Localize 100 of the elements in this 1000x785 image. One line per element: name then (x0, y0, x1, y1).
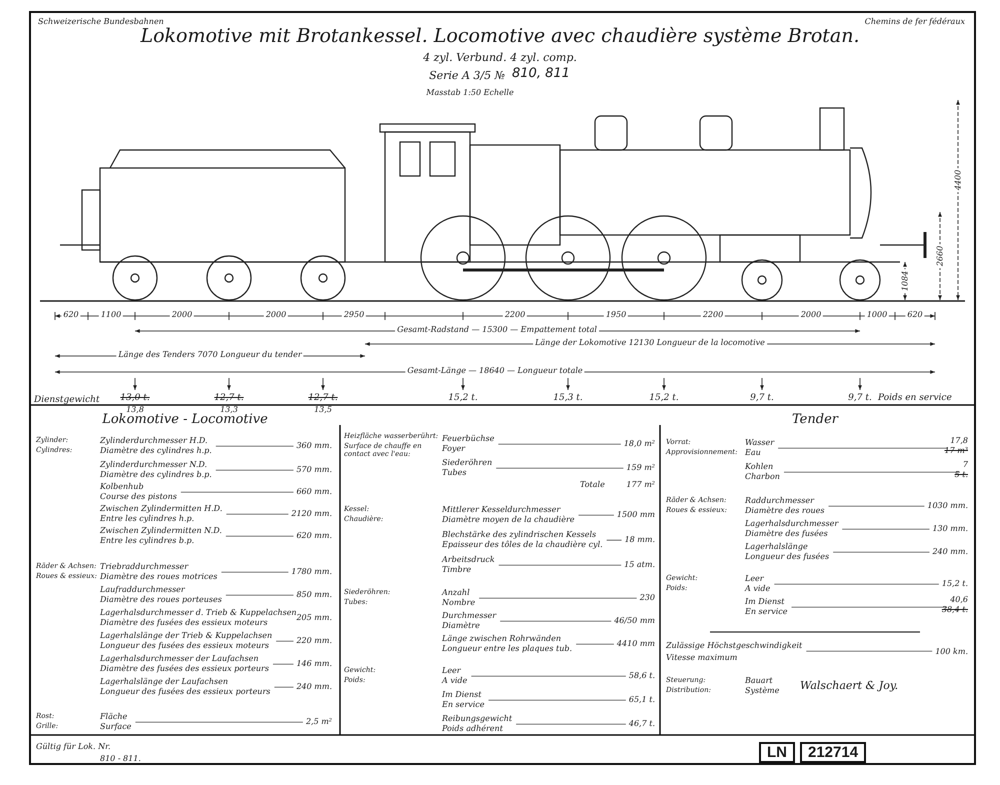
spec-label: Entre les cylindres b.p. (100, 536, 194, 546)
spec-value: 1030 mm. (927, 501, 968, 510)
spec-label: Diamètre (442, 621, 480, 630)
dimension-value: 2200 (700, 310, 726, 320)
spec-label: Lagerhalsdurchmesser der Laufachsen (100, 654, 259, 664)
spec-label: Triebraddurchmesser (100, 562, 188, 572)
spec-label: Surface (100, 722, 132, 732)
spec-label: Timbre (442, 565, 472, 574)
series-label: Serie A 3/5 № (429, 70, 505, 83)
spec-label: Reibungsgewicht (442, 714, 512, 724)
spec-label: A vide (745, 584, 770, 594)
spec-value: 15,2 t. (942, 579, 968, 588)
spec-label: Fläche (100, 712, 128, 722)
spec-label: Lagerhalsdurchmesser d. Trieb & Kuppelachsen (100, 608, 297, 617)
spec-label: Feuerbüchse (442, 434, 494, 444)
spec-label: Lagerhalslänge (745, 542, 808, 552)
dimension-label: Länge der Lokomotive 12130 Longueur de la locomotive (533, 338, 767, 348)
spec-label: Lagerhalslänge der Laufachsen (100, 677, 228, 686)
spec-label: Im Dienst (745, 597, 784, 606)
spec-value: 40,6 (950, 595, 968, 604)
spec-label: Lagerhalslänge der Trieb & Kuppelachsen (100, 631, 272, 640)
spec-label: Diamètre moyen de la chaudière (442, 515, 575, 524)
spec-label: Diamètre des roues (745, 506, 825, 516)
stamp-number: 212714 (800, 742, 866, 764)
weight-value: 12,7 t. (214, 393, 244, 404)
spec-label: Im Dienst (442, 690, 482, 700)
spec-label: Longueur des fusées (745, 552, 830, 562)
spec-value: Walschaert & Joy. (800, 680, 898, 693)
spec-value: 130 mm. (932, 524, 968, 534)
spec-label: Zwischen Zylindermitten H.D. (100, 504, 222, 514)
weight-value: 13,0 t. (120, 393, 150, 404)
spec-value: 240 mm. (932, 547, 968, 556)
sheet-label: Chemins de fer fédéraux (864, 17, 965, 26)
spec-label: Anzahl (442, 588, 470, 598)
spec-label: En service (442, 700, 484, 710)
spec-value: 570 mm. (296, 465, 332, 474)
spec-label: Durchmesser (442, 611, 496, 620)
dimension-value: 2660 (935, 244, 945, 268)
dimension-value: 2000 (264, 310, 288, 320)
dimension-value: 1100 (98, 310, 124, 320)
spec-label: Leer (745, 574, 764, 584)
spec-label: Charbon (745, 472, 780, 482)
spec-label: Laufraddurchmesser (100, 585, 185, 594)
spec-label: Diamètre des cylindres h.p. (100, 446, 212, 456)
spec-label: Longueur entre les plaques tub. (442, 644, 572, 654)
weight-value: 15,2 t. (448, 393, 478, 404)
dimension-value: 2200 (502, 310, 528, 320)
spec-value: 58,6 t. (628, 671, 655, 680)
spec-value: 15 atm. (624, 560, 655, 570)
spec-label: Longueur des fusées des essieux porteurs (100, 687, 270, 696)
dimension-value: 620 (905, 310, 925, 320)
spec-label: Siederöhren (442, 458, 492, 468)
spec-value: 177 m² (626, 480, 655, 490)
dimension-value: 1084 (900, 268, 910, 294)
spec-value: 2,5 m² (306, 717, 332, 726)
weight-value: 13,5 (314, 405, 332, 414)
spec-value: 7 (962, 460, 968, 470)
spec-value: 18 mm. (624, 535, 655, 544)
series-number: 810, 811 (512, 67, 570, 82)
spec-value: 230 (640, 593, 655, 602)
dimension-label: Gesamt-Länge — 18640 — Longueur totale (405, 366, 585, 376)
spec-label: Kohlen (745, 462, 774, 472)
spec-value: 46/50 mm (614, 616, 655, 626)
dimension-value: 620 (61, 310, 81, 320)
spec-label: Entre les cylindres h.p. (100, 514, 194, 524)
spec-label: Epaisseur des tôles de la chaudière cyl. (442, 540, 603, 550)
note: Gültig für Lok. Nr. (36, 742, 111, 752)
spec-label: Zulässige Höchstgeschwindigkeit (666, 641, 802, 650)
spec-value: 4410 mm (616, 639, 655, 648)
stamp-label: LN (759, 742, 795, 764)
weight-value: 13,3 (220, 405, 238, 414)
row-heading: Poids en service (878, 393, 952, 404)
note: 810 - 811. (100, 754, 141, 764)
spec-label: Zwischen Zylindermitten N.D. (100, 526, 222, 536)
spec-label: Zylinderdurchmesser N.D. (100, 460, 208, 470)
spec-label: En service (745, 607, 788, 616)
spec-label: Poids adhérent (442, 724, 503, 734)
spec-label: Diamètre des fusées (745, 529, 828, 538)
weight-value: 9,7 t. (750, 393, 774, 404)
sheet-label: Schweizerische Bundesbahnen (38, 17, 164, 26)
spec-value: 1780 mm. (291, 567, 332, 576)
table-heading: Tender (792, 413, 838, 428)
dimension-value: 4400 (953, 168, 963, 192)
spec-label: Bauart (745, 676, 773, 686)
spec-label: Kolbenhub (100, 482, 144, 492)
spec-label: Zylinderdurchmesser H.D. (100, 436, 208, 446)
spec-label: Mittlerer Kesseldurchmesser (442, 505, 560, 514)
spec-value: 17,8 (950, 436, 968, 446)
spec-label: Wasser (745, 438, 774, 448)
spec-value: 5 t. (954, 470, 968, 480)
spec-value: 100 km. (935, 647, 968, 656)
spec-label: Diamètre des fusées des essieux moteurs (100, 618, 268, 628)
spec-value: 620 mm. (296, 531, 332, 540)
weight-value: 12,7 t. (308, 393, 338, 404)
spec-value: 2120 mm. (291, 509, 332, 518)
weight-value: 9,7 t. (848, 393, 872, 404)
dimension-value: 1950 (604, 310, 628, 320)
spec-value: 660 mm. (296, 487, 332, 496)
spec-label: Eau (745, 448, 761, 458)
spec-label: A vide (442, 676, 468, 686)
